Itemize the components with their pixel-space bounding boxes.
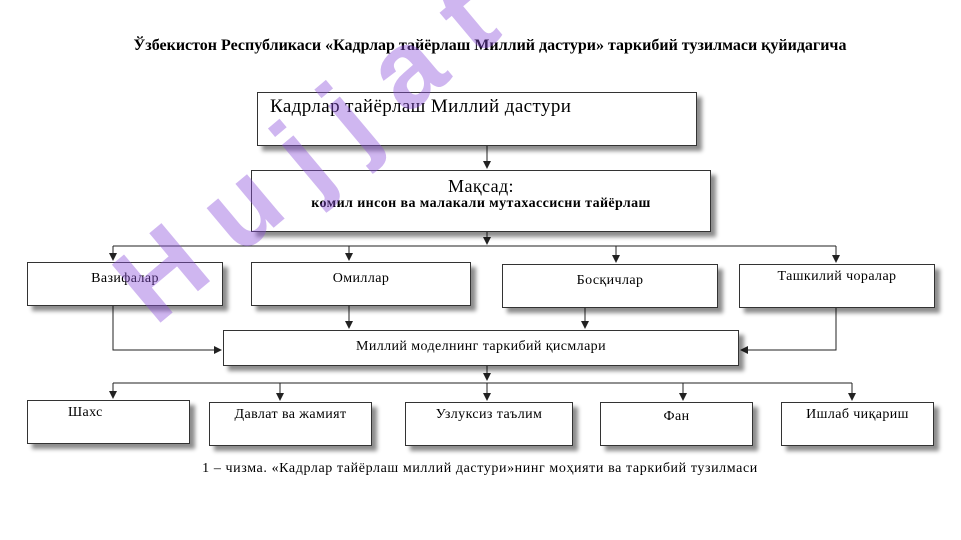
model-box: Миллий моделнинг таркибий қисмлари [223,330,739,366]
continuous-education-box: Узлуксиз таълим [405,402,573,446]
state-society-label: Давлат ва жамият [234,407,347,422]
continuous-education-label: Узлуксиз таълим [435,407,543,422]
person-label: Шахс [68,405,103,420]
stages-label: Босқичлар [576,273,644,288]
arrow-tashkiliy-model [740,308,837,354]
science-box: Фан [600,402,753,446]
goal-text: комил инсон ва малакали мутахассисни тай… [311,196,651,211]
factors-box: Омиллар [251,262,471,306]
production-label: Ишлаб чиқариш [806,407,909,422]
root-box: Кадрлар тайёрлаш Миллий дастури [257,92,697,146]
tasks-box: Вазифалар [27,262,223,306]
stages-box: Босқичлар [502,264,718,308]
arrow-vazifalar-model [112,306,222,354]
figure-caption: 1 – чизма. «Кадрлар тайёрлаш миллий даст… [202,461,758,476]
state-society-box: Давлат ва жамият [209,402,372,446]
goal-box: Мақсад: комил инсон ва малакали мутахасс… [251,170,711,232]
root-label: Кадрлар тайёрлаш Миллий дастури [270,96,572,117]
tasks-label: Вазифалар [91,271,159,286]
person-box: Шахс [27,400,190,444]
production-box: Ишлаб чиқариш [781,402,934,446]
science-label: Фан [663,409,690,424]
factors-label: Омиллар [332,271,390,286]
measures-box: Ташкилий чоралар [739,264,935,308]
model-label: Миллий моделнинг таркибий қисмлари [356,339,606,354]
slide-title: Ўзбекистон Республикаси «Кадрлар тайёрла… [133,37,847,54]
goal-label: Мақсад: [448,176,514,196]
measures-label: Ташкилий чоралар [777,269,897,284]
